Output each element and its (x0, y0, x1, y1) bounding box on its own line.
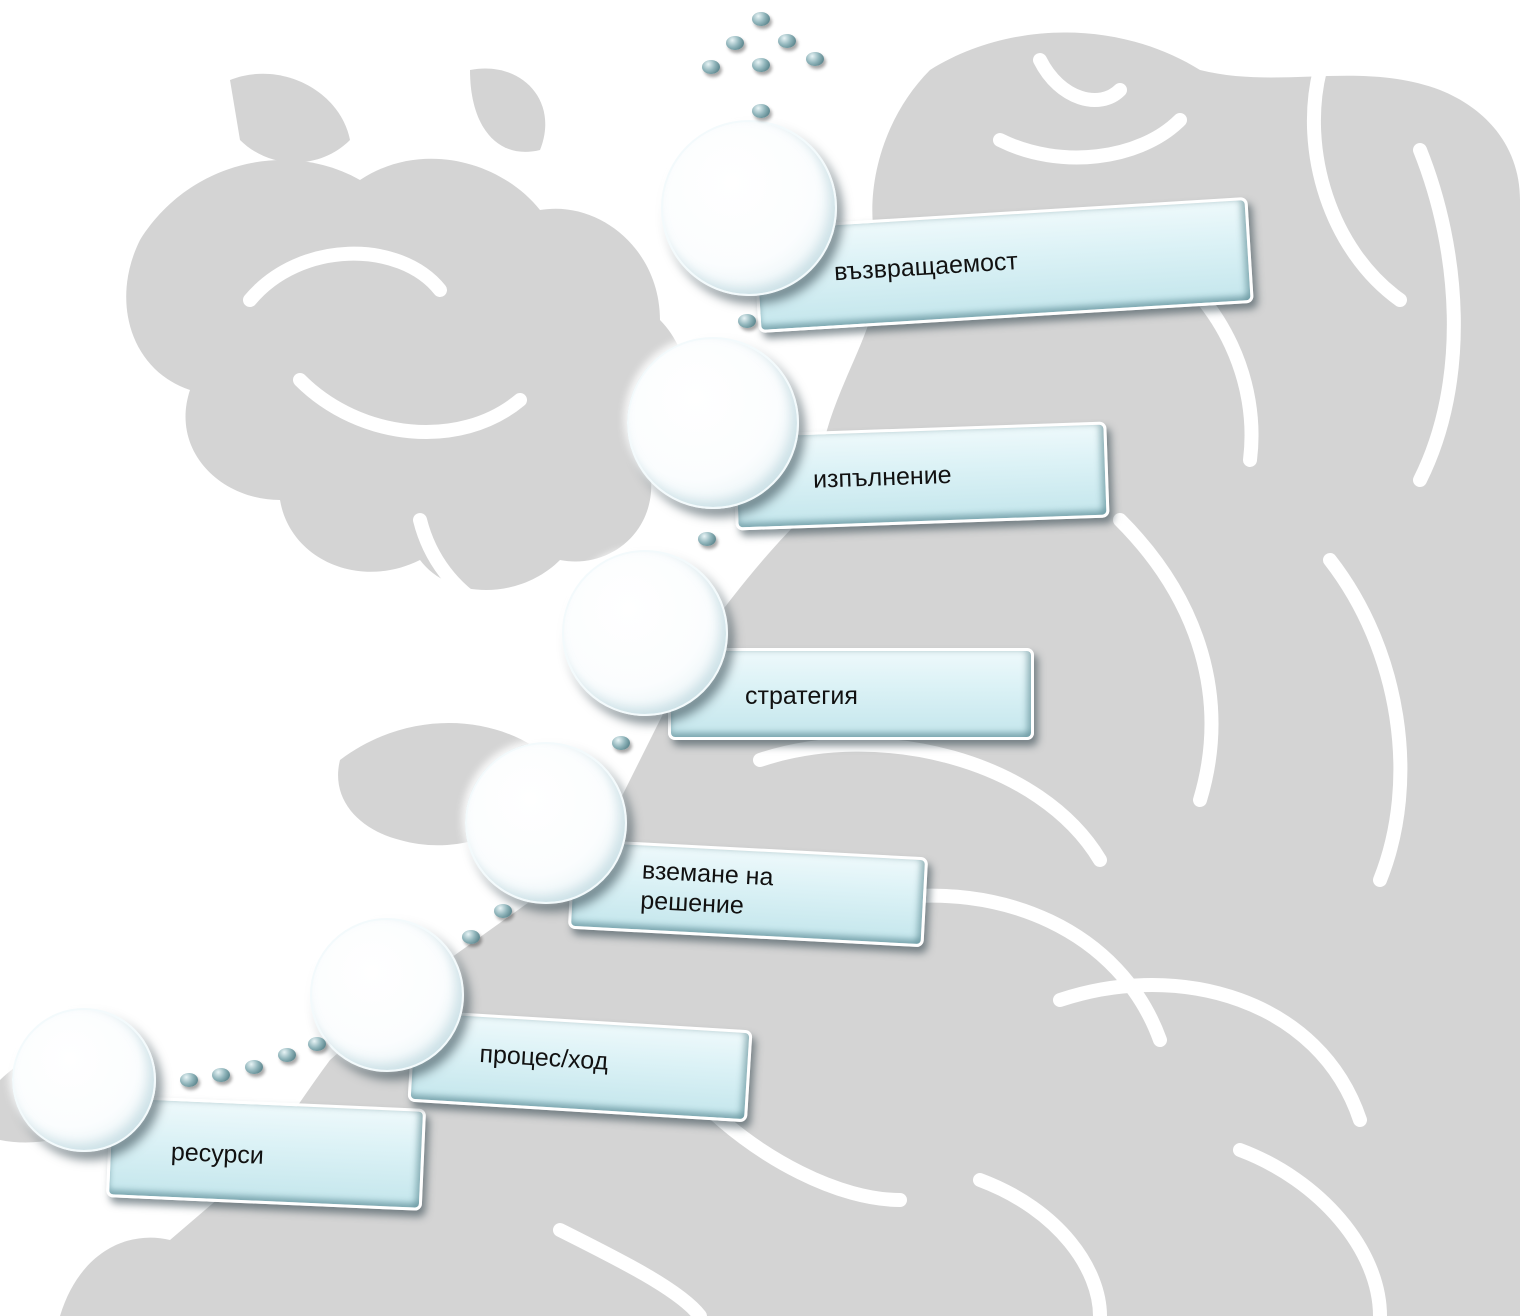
connector-bead (462, 930, 480, 944)
connector-bead (806, 52, 824, 66)
step-bar: вземане на решение (567, 838, 929, 948)
connector-bead (308, 1037, 326, 1051)
connector-bead (245, 1060, 263, 1074)
connector-bead (702, 60, 720, 74)
connector-bead (212, 1068, 230, 1082)
connector-bead (752, 12, 770, 26)
step-circle (12, 1008, 156, 1152)
step-circle (562, 550, 728, 716)
step-label: изпълнение (812, 460, 953, 494)
step-label: стратегия (745, 682, 858, 710)
connector-bead (278, 1048, 296, 1062)
connector-bead (726, 36, 744, 50)
step-bar: стратегия (668, 648, 1034, 740)
connector-bead (752, 58, 770, 72)
step-label: ресурси (170, 1137, 265, 1170)
step-circle (310, 918, 464, 1072)
step-circle (465, 742, 627, 904)
step-label: възвращаемост (833, 247, 1019, 287)
connector-bead (180, 1073, 198, 1087)
connector-bead (738, 314, 756, 328)
connector-bead (494, 904, 512, 918)
step-label: процес/ход (478, 1039, 610, 1076)
step-bar: ресурси (105, 1095, 427, 1211)
connector-bead (612, 736, 630, 750)
connector-bead (698, 532, 716, 546)
step-circle (627, 337, 799, 509)
step-circle (661, 120, 837, 296)
step-label: вземане на решение (639, 856, 775, 920)
connector-bead (778, 34, 796, 48)
connector-bead (752, 104, 770, 118)
